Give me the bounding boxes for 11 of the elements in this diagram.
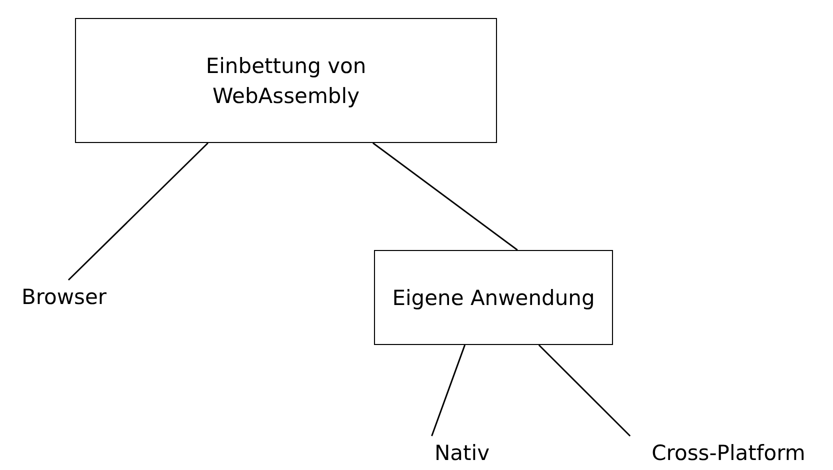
process-box <box>75 18 497 143</box>
node-label: Nativ <box>434 440 490 467</box>
connector-line <box>538 344 631 437</box>
node-label: Cross-Platform <box>652 440 806 467</box>
node-label: Eigene Anwendung <box>392 284 595 312</box>
node-label: Einbettung von WebAssembly <box>204 52 368 110</box>
connector-line <box>68 142 208 281</box>
node-label: Browser <box>21 284 107 311</box>
connector-line <box>431 344 466 436</box>
process-box <box>374 250 613 345</box>
connector-line <box>372 142 518 251</box>
